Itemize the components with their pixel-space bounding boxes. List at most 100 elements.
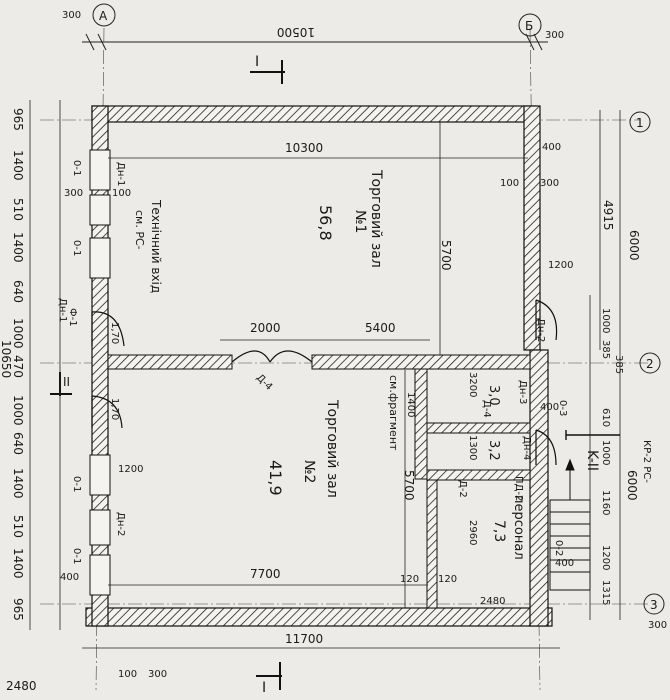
r-3200: 3200	[467, 372, 478, 397]
room5-area: 7,3	[491, 520, 507, 542]
dim-right-4915: 4915	[601, 200, 615, 231]
mark-o1a: 0-1	[71, 160, 82, 176]
room1-number: №1	[352, 210, 368, 233]
w-400a: 400	[542, 142, 561, 153]
w-300a: 300	[64, 188, 83, 199]
dim-top-300-left: 300	[62, 10, 81, 21]
section-k2-line	[565, 430, 620, 440]
r-1300: 1300	[467, 435, 478, 460]
mark-o1d: 0-1	[71, 548, 82, 564]
mark-dn1: Дн-1	[115, 162, 126, 186]
section-mark-bottom	[256, 662, 282, 690]
dim-right-1160: 1160	[600, 490, 611, 515]
dim-left-1400b: 1400	[11, 232, 25, 263]
dim-top-total: 10500	[277, 25, 315, 39]
mark-pd2: ПД-2	[513, 476, 524, 501]
dim-bottom-300: 300	[148, 669, 167, 680]
dim-bottom-2480: 2480	[6, 679, 37, 693]
room5-name: персонал	[511, 495, 526, 560]
room2-name: Торговий зал	[324, 399, 340, 498]
r-2480: 2480	[480, 596, 505, 607]
dim-left-510b: 510	[11, 515, 25, 538]
dim-right-6000b: 6000	[625, 470, 639, 501]
axis-label-a: А	[99, 9, 108, 23]
dim-bottom-100: 100	[118, 669, 137, 680]
section-k2-label: K-II	[584, 450, 600, 471]
dim-2000: 2000	[250, 321, 281, 335]
section-mark-top	[250, 60, 285, 84]
axis-label-2: 2	[646, 357, 654, 371]
fragment-note: см.фрагмент	[387, 375, 400, 451]
w-120a: 120	[438, 574, 457, 585]
dim-5400: 5400	[365, 321, 396, 335]
mark-170b: 1,70	[109, 398, 120, 420]
dim-right-610: 610	[600, 408, 611, 427]
mark-dn2b: Дн-2	[115, 512, 126, 536]
w-1200b: 1200	[118, 464, 143, 475]
dim-left-10650: 10650	[0, 340, 13, 378]
r-2960: 2960	[467, 520, 478, 545]
section-label-top: I	[255, 54, 259, 70]
room3-number: 3,0	[486, 385, 501, 406]
left-dim-lines	[29, 100, 61, 630]
right-dim-lines	[589, 110, 621, 620]
w-400d: 400	[60, 572, 79, 583]
dim-right-1200: 1200	[600, 545, 611, 570]
dim-left-1400a: 1400	[11, 150, 25, 181]
dim-top	[82, 33, 548, 51]
dim-7700: 7700	[250, 567, 281, 581]
dim-left-965b: 965	[11, 598, 25, 621]
dim-right-1000: 1000	[600, 308, 611, 333]
dim-left-640b: 640	[11, 432, 25, 455]
axis-bubble-1	[629, 111, 651, 133]
w-120b: 120	[400, 574, 419, 585]
entrance-label: Технічний вхід	[149, 199, 163, 293]
dim-left-510: 510	[11, 198, 25, 221]
mark-dn3: Дн-3	[517, 380, 528, 404]
dim-right-300: 300	[648, 620, 667, 631]
dim-11700: 11700	[285, 632, 323, 646]
mark-d4c: Д-4	[481, 400, 492, 418]
axis-bubble-2	[639, 352, 661, 374]
mark-170a: 1,70	[109, 322, 120, 344]
axis-bubble-3	[643, 593, 665, 615]
w-400b: 400	[540, 402, 559, 413]
dim-left-1400c: 1400	[11, 468, 25, 499]
section-label-left: II	[63, 375, 70, 389]
entrance-ref: см. РС-	[133, 210, 146, 250]
dim-left-470: 470	[11, 355, 25, 378]
windows-left	[89, 149, 111, 596]
doors	[91, 299, 558, 466]
dim-left-1400d: 1400	[11, 548, 25, 579]
dim-right-6000: 6000	[627, 230, 641, 261]
section-label-bottom: I	[262, 680, 266, 696]
mark-dn4: Дн-4	[521, 436, 532, 460]
mark-f1: Ф-1	[67, 308, 78, 327]
mark-o1b: 0-1	[71, 240, 82, 256]
axis-label-1: 1	[636, 116, 644, 130]
r-1400: 1400	[405, 392, 416, 417]
w-400c: 400	[555, 558, 574, 569]
dim-right-385b: 385	[613, 355, 624, 374]
dim-5700-lower: 5700	[402, 470, 416, 501]
axis-label-3: 3	[650, 598, 658, 612]
room1-name: Торговий зал	[368, 169, 384, 268]
w-100b: 100	[500, 178, 519, 189]
mark-o2: 0-2	[553, 540, 564, 556]
room2-number: №2	[301, 460, 317, 483]
dim-top-300-right: 300	[545, 30, 564, 41]
w-100a: 100	[112, 188, 131, 199]
mark-o1c: 0-1	[71, 476, 82, 492]
mark-dn2: Дн-2	[535, 318, 546, 342]
mark-o3: 0-3	[557, 400, 568, 416]
dim-left-965a: 965	[11, 108, 25, 131]
w-1200: 1200	[548, 260, 573, 271]
mark-dn1b: Дн-1	[57, 298, 68, 322]
dim-right-1000b: 1000	[600, 440, 611, 465]
axis-bubble-a	[92, 3, 116, 27]
mark-d2c: Д-2	[457, 480, 468, 498]
axis-label-b: Б	[525, 19, 533, 33]
room1-area: 56,8	[316, 205, 335, 241]
room4-number: 3,2	[486, 440, 501, 461]
